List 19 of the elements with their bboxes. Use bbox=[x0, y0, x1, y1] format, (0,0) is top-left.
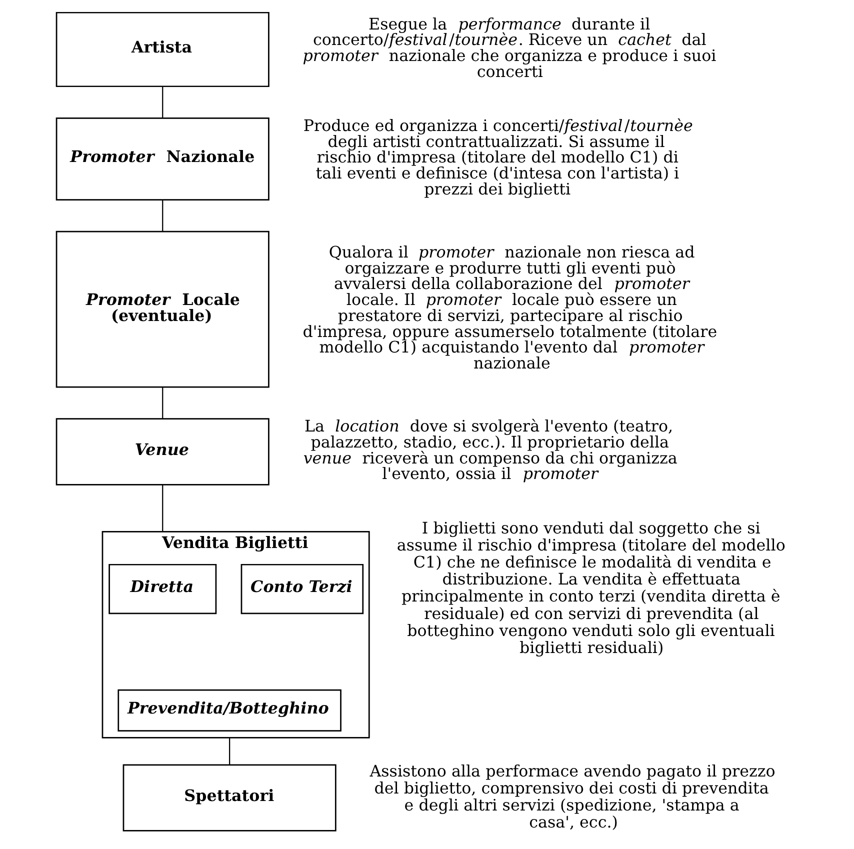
node-box: Conto Terzi bbox=[240, 564, 364, 614]
node-box: Promoter Nazionale bbox=[56, 117, 270, 201]
node-box: Promoter Locale (eventuale) bbox=[56, 230, 270, 388]
connector bbox=[162, 86, 164, 118]
node-label: Assistono alla performace avendo pagato il prezzo del biglietto, comprensivo dei costi di prevendita e degli altri servizi (spedizione, 'stampa a casa', ecc.) bbox=[370, 761, 776, 832]
connector bbox=[229, 738, 230, 765]
node-label: Produce ed organizza i concerti/festival/tournèe degli artisti contrattualizzati. Si assume il rischio d'impresa (titolare del modello C1) di tali eventi e definisce (d'intesa con l'artista) i prezzi dei biglietti bbox=[303, 116, 693, 198]
connector bbox=[162, 387, 164, 419]
node-box: Spettatori bbox=[122, 764, 336, 832]
connector bbox=[162, 484, 164, 532]
node-box: Diretta bbox=[108, 564, 217, 614]
node-box: Prevendita/Botteghino bbox=[118, 689, 342, 732]
connector bbox=[162, 200, 164, 232]
node-label: Qualora il promoter nazionale non riesca ad orgaizzare e produrre tutti gli eventi può avvalersi della collaborazione del promoter locale. Il promoter locale può essere un prestatore di servizi, partecipare al rischio d'impresa, oppure assumerselo totalmente (titolare modello C1) acquistando l'evento dal promoter nazionale bbox=[302, 242, 718, 373]
node-label: I biglietti sono venduti dal soggetto che si assume il rischio d'impresa (titolare del modello C1) che ne definisce le modalità di vendita e distribuzione. La vendita è effettuata principalmente in conto terzi (vendita diretta è residuale) ed con servizi di prevendita (al botteghino vengono venduti solo gli eventuali biglietti residuali) bbox=[396, 518, 786, 657]
node-box: Venue bbox=[56, 418, 270, 486]
node-label: La location dove si svolgerà l'evento (teatro, palazzetto, stadio, ecc.). Il proprietario della venue riceverà un compenso da chi organizza l'evento, ossia il promoter bbox=[303, 416, 678, 484]
node-box: Artista bbox=[56, 12, 270, 88]
node-label: Esegue la performance durante il concerto/festival/tournèe. Riceve un cachet dal promoter nazionale che organizza e produce i suoi concerti bbox=[302, 14, 716, 81]
